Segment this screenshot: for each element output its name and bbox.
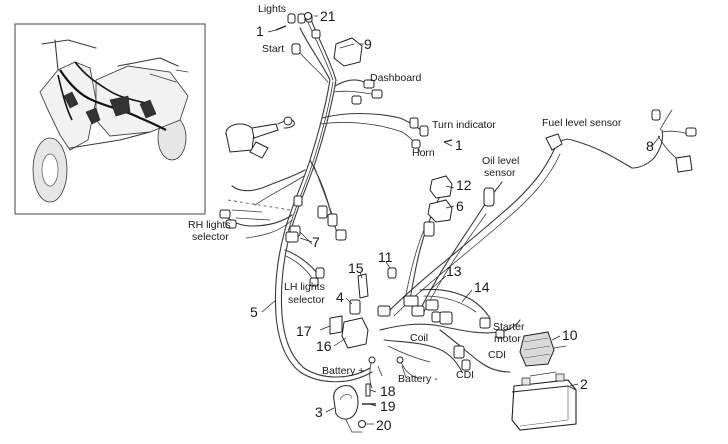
label-rh-lights-selector-2: selector bbox=[192, 231, 229, 243]
label-lh-lights-selector-1: LH lights bbox=[284, 281, 325, 293]
label-coil: Coil bbox=[410, 332, 428, 344]
label-horn: Horn bbox=[412, 147, 435, 159]
part-number: 15 bbox=[348, 260, 364, 276]
main-harness bbox=[225, 17, 695, 389]
switch-9-body bbox=[333, 37, 363, 67]
label-oil-level-sensor-2: sensor bbox=[484, 167, 516, 179]
label-starter-motor-1: Starter bbox=[493, 321, 525, 333]
part-number: 18 bbox=[380, 383, 396, 399]
leader-lines bbox=[261, 15, 661, 425]
label-dashboard: Dashboard bbox=[370, 72, 422, 84]
part-number: 13 bbox=[446, 263, 462, 279]
part-number: 8 bbox=[646, 138, 654, 154]
part-number: 2 bbox=[580, 376, 588, 392]
bracket-17 bbox=[329, 315, 343, 335]
fuse-holder-15 bbox=[357, 273, 369, 299]
part-numbers: 1 1 2 3 4 5 6 7 8 9 10 11 12 13 14 15 16… bbox=[250, 8, 654, 433]
label-battery-plus: Battery + bbox=[322, 365, 364, 377]
part-number: 10 bbox=[562, 327, 578, 343]
label-turn-indicator: Turn indicator bbox=[432, 119, 496, 131]
horn-3 bbox=[333, 385, 363, 433]
part-number: 1 bbox=[256, 23, 264, 39]
scooter-inset bbox=[14, 23, 206, 215]
label-cdi-upper: CDI bbox=[488, 349, 506, 361]
label-battery-minus: Battery - bbox=[398, 373, 438, 385]
part-number: 16 bbox=[316, 338, 332, 354]
label-start: Start bbox=[262, 43, 284, 55]
part-number: 7 bbox=[312, 234, 320, 250]
cdi-unit-10 bbox=[519, 331, 567, 367]
handlebar-switch bbox=[225, 116, 295, 159]
label-lights: Lights bbox=[258, 3, 286, 15]
part-number: 19 bbox=[380, 398, 396, 414]
relay-6 bbox=[427, 199, 453, 223]
text-labels: Lights Start Dashboard Turn indicator Ho… bbox=[188, 3, 622, 385]
part-number: 11 bbox=[378, 249, 393, 265]
part-number: 20 bbox=[376, 417, 392, 433]
label-fuel-level-sensor: Fuel level sensor bbox=[542, 117, 622, 129]
part-number: 4 bbox=[336, 289, 344, 305]
components bbox=[219, 12, 697, 433]
fuse-4 bbox=[349, 299, 361, 315]
part-number: 14 bbox=[474, 279, 490, 295]
part-number: 6 bbox=[456, 198, 464, 214]
label-cdi-lower: CDI bbox=[456, 369, 474, 381]
label-rh-lights-selector-1: RH lights bbox=[188, 219, 231, 231]
part-number: 5 bbox=[250, 304, 258, 320]
connector-8 bbox=[675, 155, 693, 173]
battery-2 bbox=[511, 371, 577, 431]
label-lh-lights-selector-2: selector bbox=[288, 294, 325, 306]
part-number: 12 bbox=[456, 177, 472, 193]
label-starter-motor-2: motor bbox=[494, 333, 521, 345]
part-number: 21 bbox=[320, 8, 336, 24]
part-number: 1 bbox=[455, 137, 463, 153]
part-number: 3 bbox=[315, 404, 323, 420]
label-oil-level-sensor-1: Oil level bbox=[482, 155, 519, 167]
relay-16 bbox=[341, 317, 369, 349]
part-number: 9 bbox=[364, 36, 372, 52]
part-number: 17 bbox=[296, 323, 312, 339]
relay-12 bbox=[429, 175, 453, 199]
